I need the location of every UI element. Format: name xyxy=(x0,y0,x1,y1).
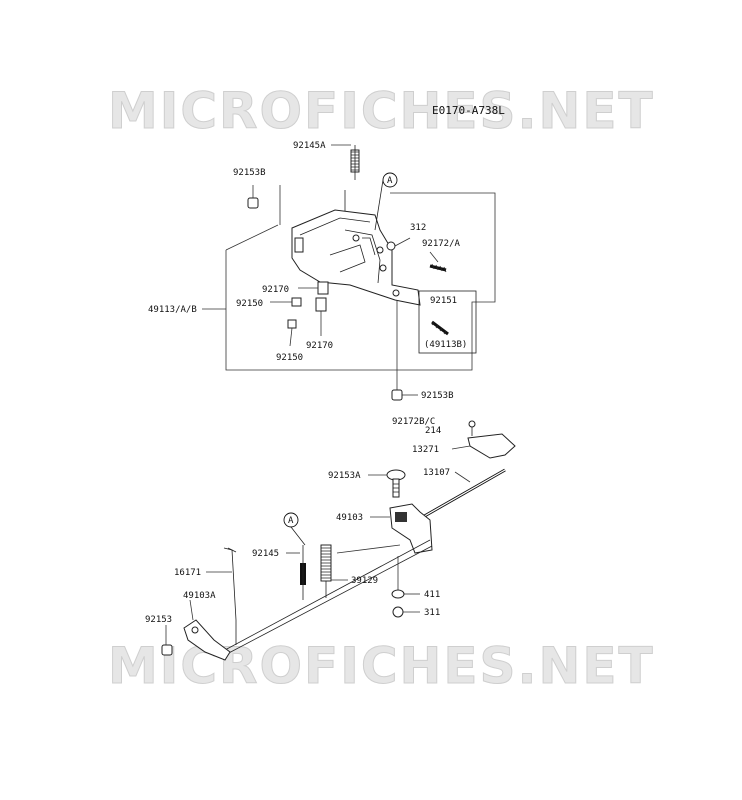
lever-49103a xyxy=(183,599,231,661)
rod-16171 xyxy=(206,547,237,645)
spring-39129 xyxy=(320,544,401,598)
nut-312 xyxy=(386,237,411,251)
screw-92172a xyxy=(429,251,447,273)
label-49103: 49103 xyxy=(336,513,363,523)
screw-92172bc xyxy=(468,420,476,436)
label-411: 411 xyxy=(424,590,440,600)
spring-92145 xyxy=(286,545,306,600)
control-plate xyxy=(291,209,421,306)
svg-text:A: A xyxy=(387,176,393,186)
label-92145: 92145 xyxy=(252,549,279,559)
washer-411 xyxy=(391,556,420,599)
label-311: 311 xyxy=(424,608,440,618)
svg-text:A: A xyxy=(288,516,294,526)
callout-a-top: A xyxy=(374,172,398,231)
label-92172bc: 92172B/C xyxy=(392,417,435,427)
bolt-92150-b xyxy=(287,319,297,347)
bolt-92153b-bottom xyxy=(391,300,418,401)
label-92150-a: 92150 xyxy=(236,299,263,309)
watermark-top: MICROFICHES.NET xyxy=(108,82,655,140)
clip-92170-b xyxy=(315,297,327,336)
bolt-92150-a xyxy=(270,297,302,307)
label-312: 312 xyxy=(410,223,426,233)
plate-13271 xyxy=(451,433,516,459)
shaft-main xyxy=(224,539,433,656)
label-92150-b: 92150 xyxy=(276,353,303,363)
label-214: 214 xyxy=(425,426,441,436)
clip-92170-a xyxy=(298,281,329,295)
label-92172a: 92172/A xyxy=(422,239,461,249)
label-49103a: 49103A xyxy=(183,591,216,601)
label-49113b: (49113B) xyxy=(424,340,467,350)
label-92170-a: 92170 xyxy=(262,285,289,295)
bolt-92153b-top xyxy=(247,185,259,209)
label-92153b-bottom: 92153B xyxy=(421,391,454,401)
label-39129: 39129 xyxy=(351,576,378,586)
label-13271: 13271 xyxy=(412,445,439,455)
nut-311 xyxy=(392,606,420,618)
bolt-92153a xyxy=(368,469,406,498)
label-13107: 13107 xyxy=(423,468,450,478)
label-49113ab: 49113/A/B xyxy=(148,305,197,315)
arm-49103 xyxy=(370,503,433,554)
label-92145a: 92145A xyxy=(293,141,326,151)
assembly-outline-top xyxy=(225,185,496,371)
label-92151: 92151 xyxy=(430,296,457,306)
label-16171: 16171 xyxy=(174,568,201,578)
diagram-code: E0170-A738L xyxy=(432,104,505,117)
inset-92151 xyxy=(418,290,477,354)
part-labels: 92145A 92153B 312 92172/A 92170 92150 49… xyxy=(145,141,467,625)
label-92170-b: 92170 xyxy=(306,341,333,351)
callout-a-bottom: A xyxy=(283,512,306,546)
label-92153: 92153 xyxy=(145,615,172,625)
watermark-bottom: MICROFICHES.NET xyxy=(108,637,655,695)
label-92153b-top: 92153B xyxy=(233,168,266,178)
label-92153a: 92153A xyxy=(328,471,361,481)
bolt-92153 xyxy=(161,625,173,656)
